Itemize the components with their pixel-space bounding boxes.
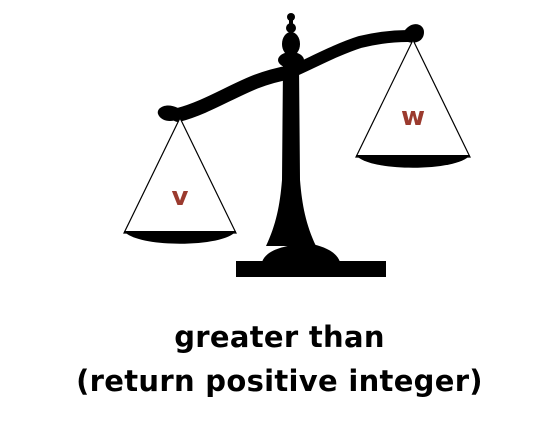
left-pan-bowl [124,231,236,244]
left-pan-cone [123,116,237,234]
beam-end-scrolls [157,24,424,121]
left-pan: v [123,116,237,244]
scale-pillar [266,13,316,246]
right-pan: w [355,38,471,168]
scale-base [236,244,386,277]
right-pan-cone [355,38,471,158]
caption-subtitle: (return positive integer) [76,364,483,398]
caption-title: greater than [174,320,385,354]
right-pan-bowl [356,155,470,168]
left-pan-label: v [172,182,189,212]
right-pan-label: w [401,102,425,132]
scale-beam [171,30,414,122]
balance-scale-illustration: v w [123,13,471,277]
